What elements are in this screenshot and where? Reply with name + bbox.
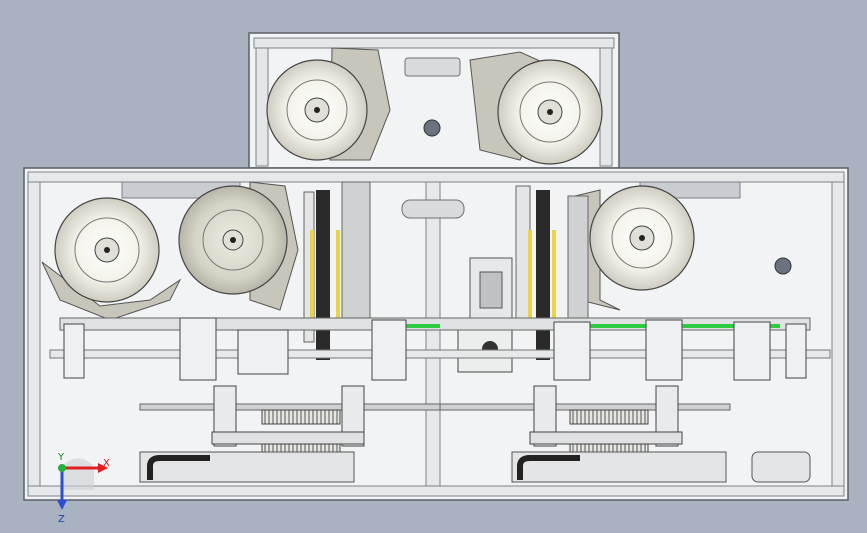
axis-z-label: Z [58,514,65,525]
reel-left [41,197,182,321]
center-left-column [303,181,371,360]
reel-upper-right [469,51,603,165]
rail-upper [49,317,831,359]
lower-assembly-left [139,385,441,453]
reel-upper-left [266,47,391,161]
end-cap [751,451,811,483]
coordinate-triad: X Y Z [57,452,110,525]
axis-z-arrowhead [57,500,67,510]
carriage-blocks [63,317,807,381]
axis-x-label: X [103,458,110,469]
lower-assembly-right [439,385,731,453]
axis-x-arrowhead [98,463,108,473]
axis-y-origin [58,464,66,472]
reel-center-left [178,181,299,311]
chain-guide-left [139,451,355,483]
chain-guide-right [511,451,727,483]
axis-y-label: Y [57,452,65,463]
